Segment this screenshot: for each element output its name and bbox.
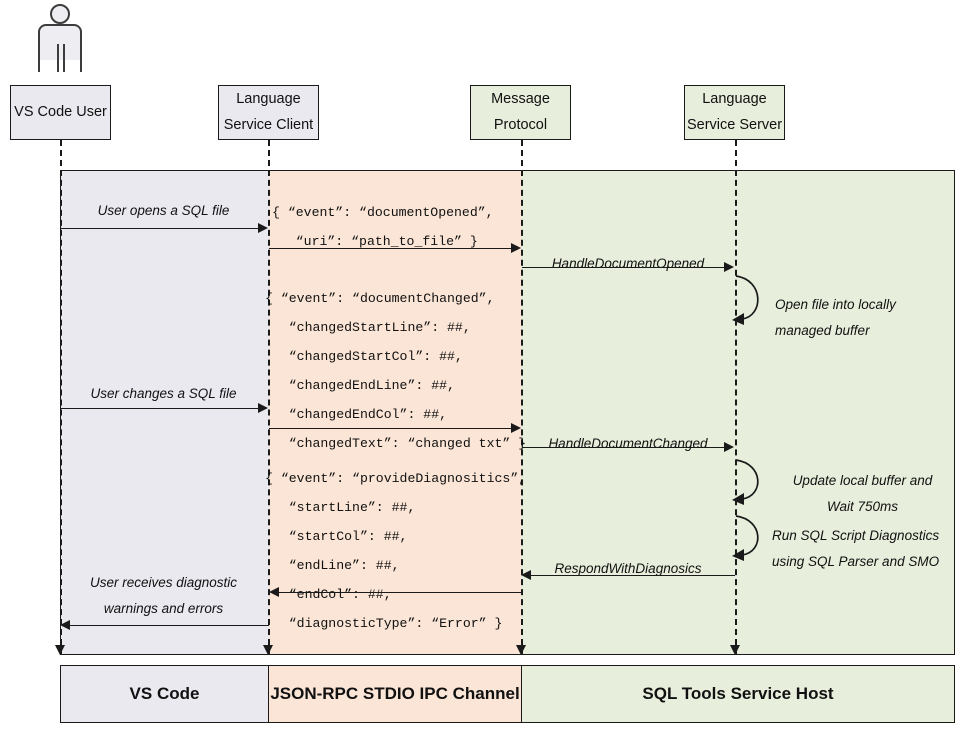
payload-line: “changedStartCol”: ##,	[265, 348, 463, 364]
arrowhead-left-icon	[521, 569, 531, 580]
payload-line: “diagnosticType”: “Error” }	[265, 615, 503, 631]
footer-label: JSON-RPC STDIO IPC Channel	[270, 684, 520, 703]
arrow-handle-document-opened	[522, 267, 725, 268]
participant-vs-code-user[interactable]: VS Code User	[10, 85, 111, 140]
self-action-line1: Open file into locally	[775, 297, 896, 312]
arrowhead-right-icon	[258, 222, 268, 233]
actor-leg-right-icon	[63, 44, 66, 72]
payload-line: “changedText”: “changed txt” }	[265, 435, 527, 451]
payload-line: “changedEndLine”: ##,	[265, 377, 455, 393]
arrow-client-to-protocol-opened	[269, 248, 512, 249]
arrow-handle-document-changed	[522, 447, 725, 448]
self-action-line1: Update local buffer and	[792, 473, 933, 488]
participant-label-line1: Message	[491, 91, 550, 108]
message-label-line2: warnings and errors	[103, 600, 224, 616]
participant-language-service-client[interactable]: Language Service Client	[218, 85, 319, 140]
self-action-line2: Wait 750ms	[826, 498, 899, 514]
band-vs-code	[60, 170, 269, 655]
self-action-update-buffer-label: Update local buffer and Wait 750ms	[775, 468, 950, 519]
participant-label-line2: Protocol	[493, 116, 548, 133]
self-action-line2: using SQL Parser and SMO	[772, 553, 940, 569]
self-action-run-diagnostics-label: Run SQL Script Diagnostics using SQL Par…	[772, 523, 939, 574]
participant-label-line1: VS Code User	[14, 103, 107, 120]
participant-message-protocol[interactable]: Message Protocol	[470, 85, 571, 140]
message-label-respond-with-diagnosics: RespondWithDiagnosics	[554, 561, 702, 576]
arrow-client-to-user-diagnostics	[70, 625, 269, 626]
footer-vs-code[interactable]: VS Code	[60, 665, 269, 723]
payload-line: “changedEndCol”: ##,	[265, 406, 448, 422]
band-sql-tools-service-host	[521, 170, 955, 655]
arrowhead-right-icon	[724, 261, 734, 272]
arrow-user-opens-sql-file	[61, 228, 259, 229]
arrowhead-down-icon	[729, 645, 740, 655]
lifeline-language-service-server	[735, 140, 737, 655]
arrowhead-right-icon	[258, 402, 268, 413]
actor-leg-gap	[40, 60, 80, 74]
payload-line: “endLine”: ##,	[265, 557, 400, 573]
participant-label-line2: Service Client	[223, 116, 314, 133]
payload-line: “endCol”: ##,	[265, 586, 392, 602]
self-loop-run-diagnostics	[732, 515, 759, 561]
arrow-protocol-to-client-diagnosics	[279, 592, 521, 593]
payload-line: { “event”: “documentOpened”,	[272, 205, 494, 220]
payload-line: “changedStartLine”: ##,	[265, 319, 471, 335]
message-label-line1: User receives diagnostic	[89, 575, 238, 590]
footer-sql-tools-service-host[interactable]: SQL Tools Service Host	[521, 665, 955, 723]
actor-head-icon	[50, 4, 70, 24]
arrow-client-to-protocol-changed	[269, 428, 512, 429]
footer-ipc-channel[interactable]: JSON-RPC STDIO IPC Channel	[269, 665, 521, 723]
participant-label-line1: Language	[236, 91, 301, 108]
message-label-user-receives-diagnostics: User receives diagnostic warnings and er…	[61, 570, 266, 621]
arrow-user-changes-sql-file	[61, 408, 259, 409]
band-ipc-channel	[269, 170, 521, 655]
arrow-respond-with-diagnosics	[531, 575, 735, 576]
payload-line: { “event”: “provideDiagnositics”,	[265, 471, 527, 486]
arrowhead-down-icon	[262, 645, 273, 655]
self-action-open-file-label: Open file into locally managed buffer	[775, 292, 896, 343]
participant-label-line2: Service Server	[686, 116, 783, 133]
message-label-user-changes-sql-file: User changes a SQL file	[90, 386, 237, 401]
actor-leg-left-icon	[57, 44, 60, 72]
payload-document-opened: { “event”: “documentOpened”, “uri”: “pat…	[272, 199, 494, 257]
message-label-user-opens-sql-file: User opens a SQL file	[97, 203, 230, 218]
lifeline-message-protocol	[521, 140, 523, 655]
footer-label: SQL Tools Service Host	[642, 684, 834, 703]
arrowhead-down-icon	[515, 645, 526, 655]
payload-document-changed: { “event”: “documentChanged”, “changedSt…	[265, 285, 526, 458]
participant-label-line1: Language	[702, 91, 767, 108]
self-action-line2: managed buffer	[775, 322, 870, 338]
message-label-handle-document-opened: HandleDocumentOpened	[551, 256, 705, 271]
arrowhead-left-icon	[60, 619, 70, 630]
footer-label: VS Code	[129, 684, 200, 703]
lifeline-vs-code-user	[60, 140, 62, 655]
participant-language-service-server[interactable]: Language Service Server	[684, 85, 785, 140]
arrowhead-right-icon	[511, 242, 521, 253]
arrowhead-left-icon	[269, 586, 279, 597]
self-loop-update-buffer	[732, 459, 759, 505]
lifeline-language-service-client	[268, 140, 270, 655]
message-label-handle-document-changed: HandleDocumentChanged	[548, 436, 708, 451]
self-loop-open-file	[732, 275, 759, 325]
payload-line: “startLine”: ##,	[265, 499, 416, 515]
self-action-line1: Run SQL Script Diagnostics	[772, 528, 940, 543]
payload-provide-diagnosics: { “event”: “provideDiagnositics”, “start…	[265, 465, 526, 638]
arrowhead-right-icon	[511, 422, 521, 433]
payload-line: “startCol”: ##,	[265, 528, 408, 544]
payload-line: “uri”: “path_to_file” }	[272, 233, 478, 249]
arrowhead-right-icon	[724, 441, 734, 452]
arrowhead-down-icon	[54, 645, 65, 655]
payload-line: { “event”: “documentChanged”,	[265, 291, 495, 306]
